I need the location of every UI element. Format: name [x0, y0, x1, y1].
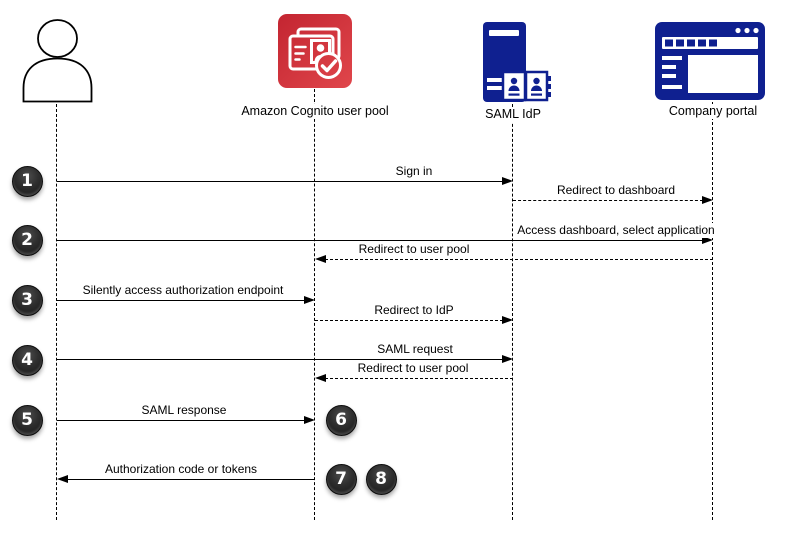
message-label: Sign in: [392, 164, 436, 179]
lifeline-user: [56, 104, 57, 520]
lifeline-portal: [712, 102, 713, 520]
step-badge: 2: [11, 224, 43, 256]
message-line: [325, 259, 713, 260]
arrowhead-icon: [502, 355, 513, 363]
saml-idp-server-icon: [483, 22, 551, 102]
arrowhead-icon: [502, 316, 513, 324]
browser-window-icon: [655, 22, 765, 100]
step-badge: 6: [325, 404, 357, 436]
arrowhead-icon: [702, 236, 713, 244]
arrowhead-icon: [315, 255, 326, 263]
arrowhead-icon: [304, 416, 315, 424]
message-label: Redirect to user pool: [355, 242, 473, 257]
message-label: SAML response: [138, 403, 230, 418]
message-line: [67, 479, 315, 480]
message-line: [57, 359, 503, 360]
message-line: [513, 200, 703, 201]
actor-label-portal: Company portal: [666, 104, 760, 119]
step-badge: 3: [11, 284, 43, 316]
step-badge: 4: [11, 344, 43, 376]
message-line: [57, 300, 305, 301]
lifeline-cognito: [314, 89, 315, 520]
arrowhead-icon: [315, 374, 326, 382]
arrowhead-icon: [304, 296, 315, 304]
lifeline-saml-idp: [512, 104, 513, 520]
message-line: [57, 181, 503, 182]
message-label: Redirect to IdP: [371, 303, 457, 318]
arrowhead-icon: [57, 475, 68, 483]
actor-label-saml-idp: SAML IdP: [483, 107, 543, 122]
arrowhead-icon: [502, 177, 513, 185]
message-line: [57, 420, 305, 421]
arrowhead-icon: [702, 196, 713, 204]
step-badge: 7: [325, 463, 357, 495]
person-icon: [22, 19, 93, 103]
step-badge: 8: [365, 463, 397, 495]
message-line: [57, 240, 703, 241]
actor-label-cognito: Amazon Cognito user pool: [239, 104, 391, 119]
message-label: Authorization code or tokens: [101, 462, 261, 477]
message-label: Access dashboard, select application: [514, 223, 718, 238]
message-line: [315, 320, 503, 321]
message-line: [325, 378, 513, 379]
message-label: Redirect to dashboard: [553, 183, 679, 198]
step-badge: 5: [11, 404, 43, 436]
message-label: Silently access authorization endpoint: [79, 283, 287, 298]
message-label: Redirect to user pool: [354, 361, 472, 376]
message-label: SAML request: [374, 342, 456, 357]
step-badge: 1: [11, 165, 43, 197]
cognito-user-pool-icon: [278, 14, 352, 88]
